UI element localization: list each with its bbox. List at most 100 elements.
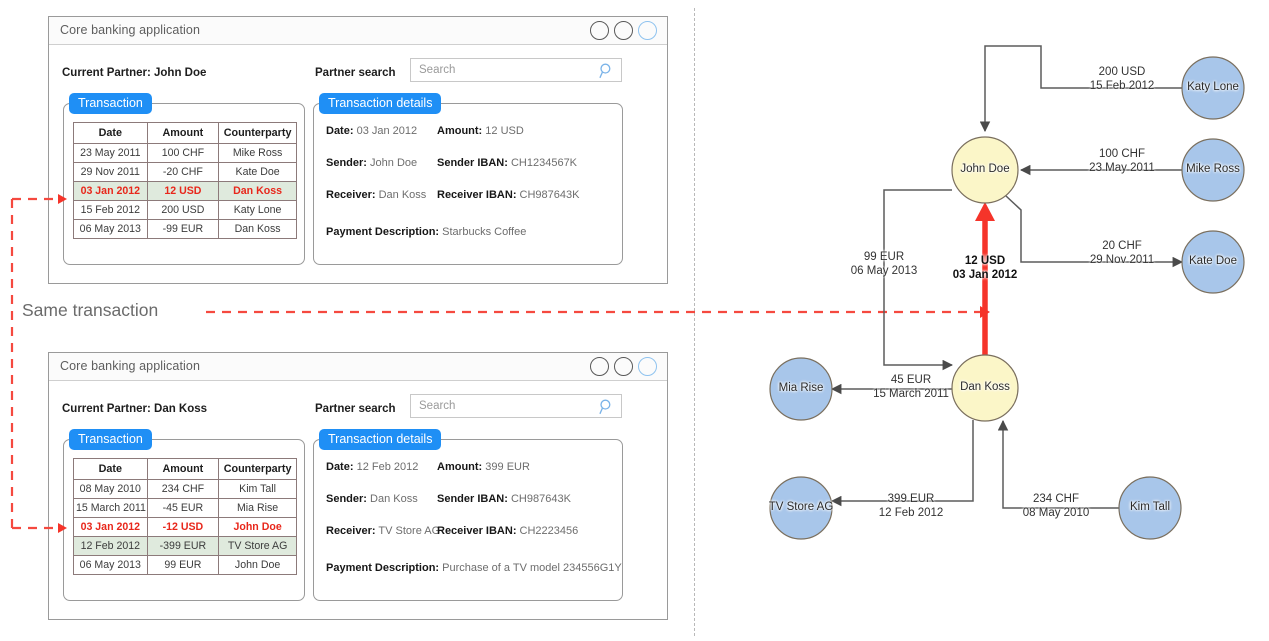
- cell-counterparty: John Doe: [219, 518, 297, 537]
- graph-edge-label-john-to-dan: 99 EUR06 May 2013: [824, 251, 944, 278]
- cell-date: 08 May 2010: [74, 480, 148, 499]
- edge-amount: 100 CHF: [1062, 148, 1182, 162]
- detail-receiver: Receiver: Dan Koss: [326, 189, 426, 201]
- edge-amount: 399 EUR: [851, 493, 971, 507]
- transaction-details-tab[interactable]: Transaction details: [319, 429, 441, 450]
- graph-edge-label-mike-to-john: 100 CHF23 May 2011: [1062, 148, 1182, 175]
- edge-date: 15 March 2011: [851, 388, 971, 402]
- cell-counterparty: Kim Tall: [219, 480, 297, 499]
- cell-date: 15 Feb 2012: [74, 201, 148, 220]
- window-controls[interactable]: [590, 357, 657, 376]
- window-controls[interactable]: [590, 21, 657, 40]
- close-circle-icon[interactable]: [638, 21, 657, 40]
- search-placeholder: Search: [419, 64, 455, 76]
- table-header-row: DateAmountCounterparty: [74, 459, 297, 480]
- maximize-circle-icon[interactable]: [614, 357, 633, 376]
- column-header: Date: [74, 123, 148, 144]
- transaction-panel: Transaction DateAmountCounterparty23 May…: [63, 103, 305, 265]
- column-header: Date: [74, 459, 148, 480]
- core-banking-window-1[interactable]: Core banking application Current Partner…: [48, 16, 668, 284]
- edge-date: 08 May 2010: [996, 507, 1116, 521]
- table-row[interactable]: 15 Feb 2012200 USDKaty Lone: [74, 201, 297, 220]
- edge-amount: 20 CHF: [1062, 240, 1182, 254]
- cell-counterparty: Mia Rise: [219, 499, 297, 518]
- detail-receiver-iban: Receiver IBAN: CH987643K: [437, 189, 579, 201]
- graph-edge-label-dan-to-mia: 45 EUR15 March 2011: [851, 374, 971, 401]
- partner-search-label: Partner search: [315, 403, 396, 415]
- magnifier-icon[interactable]: [599, 63, 614, 79]
- window-titlebar: Core banking application: [49, 17, 667, 45]
- cell-date: 03 Jan 2012: [74, 182, 148, 201]
- table-row[interactable]: 29 Nov 2011-20 CHFKate Doe: [74, 163, 297, 182]
- detail-receiver: Receiver: TV Store AG: [326, 525, 440, 537]
- graph-edge-label-katy-to-john: 200 USD15 Feb 2012: [1062, 66, 1182, 93]
- magnifier-icon[interactable]: [599, 399, 614, 415]
- detail-sender: Sender: Dan Koss: [326, 493, 418, 505]
- current-partner-label: Current Partner: Dan Koss: [62, 403, 207, 415]
- graph-node-label-tv-store: TV Store AG: [741, 501, 861, 513]
- edge-date: 29 Nov 2011: [1062, 254, 1182, 268]
- column-header: Amount: [147, 459, 219, 480]
- cell-date: 15 March 2011: [74, 499, 148, 518]
- graph-edge-label-kim-to-dan: 234 CHF08 May 2010: [996, 493, 1116, 520]
- edge-date: 15 Feb 2012: [1062, 80, 1182, 94]
- cell-amount: 12 USD: [147, 182, 219, 201]
- cell-amount: -99 EUR: [147, 220, 219, 239]
- cell-amount: 234 CHF: [147, 480, 219, 499]
- edge-dan-to-tv: [832, 420, 973, 501]
- table-row[interactable]: 15 March 2011-45 EURMia Rise: [74, 499, 297, 518]
- core-banking-window-2[interactable]: Core banking application Current Partner…: [48, 352, 668, 620]
- window-body: Current Partner: John Doe Partner search…: [49, 45, 667, 283]
- table-row[interactable]: 03 Jan 201212 USDDan Koss: [74, 182, 297, 201]
- transaction-table[interactable]: DateAmountCounterparty23 May 2011100 CHF…: [73, 122, 297, 239]
- table-row[interactable]: 06 May 2013-99 EURDan Koss: [74, 220, 297, 239]
- graph-edge-label-dan-to-tv: 399 EUR12 Feb 2012: [851, 493, 971, 520]
- cell-date: 23 May 2011: [74, 144, 148, 163]
- same-transaction-label: Same transaction: [22, 300, 158, 321]
- column-header: Counterparty: [219, 123, 297, 144]
- table-row[interactable]: 23 May 2011100 CHFMike Ross: [74, 144, 297, 163]
- edge-date: 12 Feb 2012: [851, 507, 971, 521]
- edge-amount: 234 CHF: [996, 493, 1116, 507]
- table-row[interactable]: 12 Feb 2012-399 EURTV Store AG: [74, 537, 297, 556]
- transaction-details-tab[interactable]: Transaction details: [319, 93, 441, 114]
- cell-counterparty: Kate Doe: [219, 163, 297, 182]
- cell-date: 06 May 2013: [74, 220, 148, 239]
- graph-edge-label-john-to-kate: 20 CHF29 Nov 2011: [1062, 240, 1182, 267]
- cell-amount: -45 EUR: [147, 499, 219, 518]
- cell-date: 06 May 2013: [74, 556, 148, 575]
- transaction-tab[interactable]: Transaction: [69, 429, 152, 450]
- detail-date: Date: 03 Jan 2012: [326, 125, 417, 137]
- cell-counterparty: Dan Koss: [219, 220, 297, 239]
- partner-search-input[interactable]: Search: [410, 394, 622, 418]
- cell-amount: 200 USD: [147, 201, 219, 220]
- cell-counterparty: Katy Lone: [219, 201, 297, 220]
- maximize-circle-icon[interactable]: [614, 21, 633, 40]
- current-partner-label: Current Partner: John Doe: [62, 67, 206, 79]
- table-row[interactable]: 03 Jan 2012-12 USDJohn Doe: [74, 518, 297, 537]
- detail-sender: Sender: John Doe: [326, 157, 417, 169]
- table-row[interactable]: 08 May 2010234 CHFKim Tall: [74, 480, 297, 499]
- detail-payment-description: Payment Description: Starbucks Coffee: [326, 226, 526, 238]
- edge-date: 23 May 2011: [1062, 162, 1182, 176]
- detail-amount: Amount: 399 EUR: [437, 461, 530, 473]
- cell-counterparty: TV Store AG: [219, 537, 297, 556]
- cell-counterparty: Dan Koss: [219, 182, 297, 201]
- close-circle-icon[interactable]: [638, 357, 657, 376]
- detail-payment-description: Payment Description: Purchase of a TV mo…: [326, 562, 622, 574]
- cell-counterparty: John Doe: [219, 556, 297, 575]
- table-row[interactable]: 06 May 201399 EURJohn Doe: [74, 556, 297, 575]
- transaction-table[interactable]: DateAmountCounterparty08 May 2010234 CHF…: [73, 458, 297, 575]
- column-header: Amount: [147, 123, 219, 144]
- partner-search-label: Partner search: [315, 67, 396, 79]
- partner-search-input[interactable]: Search: [410, 58, 622, 82]
- minimize-circle-icon[interactable]: [590, 21, 609, 40]
- search-placeholder: Search: [419, 400, 455, 412]
- minimize-circle-icon[interactable]: [590, 357, 609, 376]
- window-title: Core banking application: [60, 359, 200, 373]
- transaction-tab[interactable]: Transaction: [69, 93, 152, 114]
- cell-amount: 100 CHF: [147, 144, 219, 163]
- cell-counterparty: Mike Ross: [219, 144, 297, 163]
- transaction-details-panel: Transaction details Date: 12 Feb 2012 Am…: [313, 439, 623, 601]
